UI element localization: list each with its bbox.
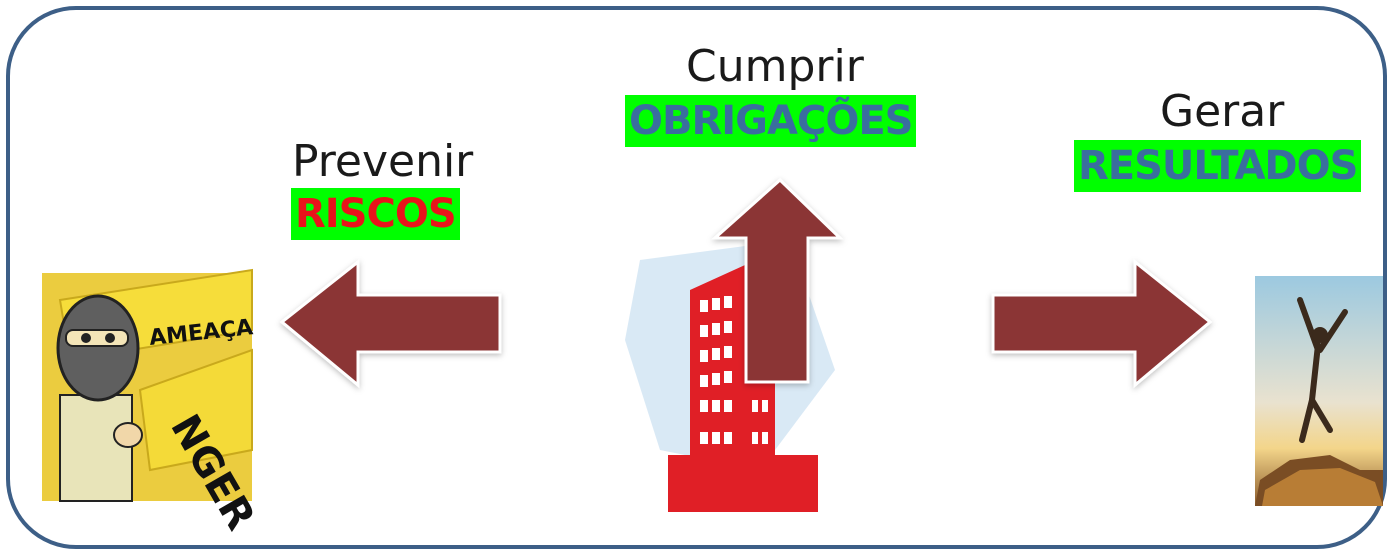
label-cumprir: Cumprir	[686, 41, 864, 92]
badge-resultados: RESULTADOS	[1074, 140, 1362, 192]
success-image	[1255, 276, 1383, 506]
arrow-left-icon	[279, 258, 502, 389]
badge-riscos: RISCOS	[291, 188, 460, 240]
badge-obrigacoes: OBRIGAÇÕES	[625, 95, 917, 147]
threat-image: AMEAÇA NGER	[42, 268, 263, 538]
label-prevenir: Prevenir	[292, 136, 474, 187]
label-gerar: Gerar	[1160, 86, 1285, 137]
arrow-right-icon	[991, 258, 1213, 389]
arrow-up-icon	[711, 177, 844, 384]
